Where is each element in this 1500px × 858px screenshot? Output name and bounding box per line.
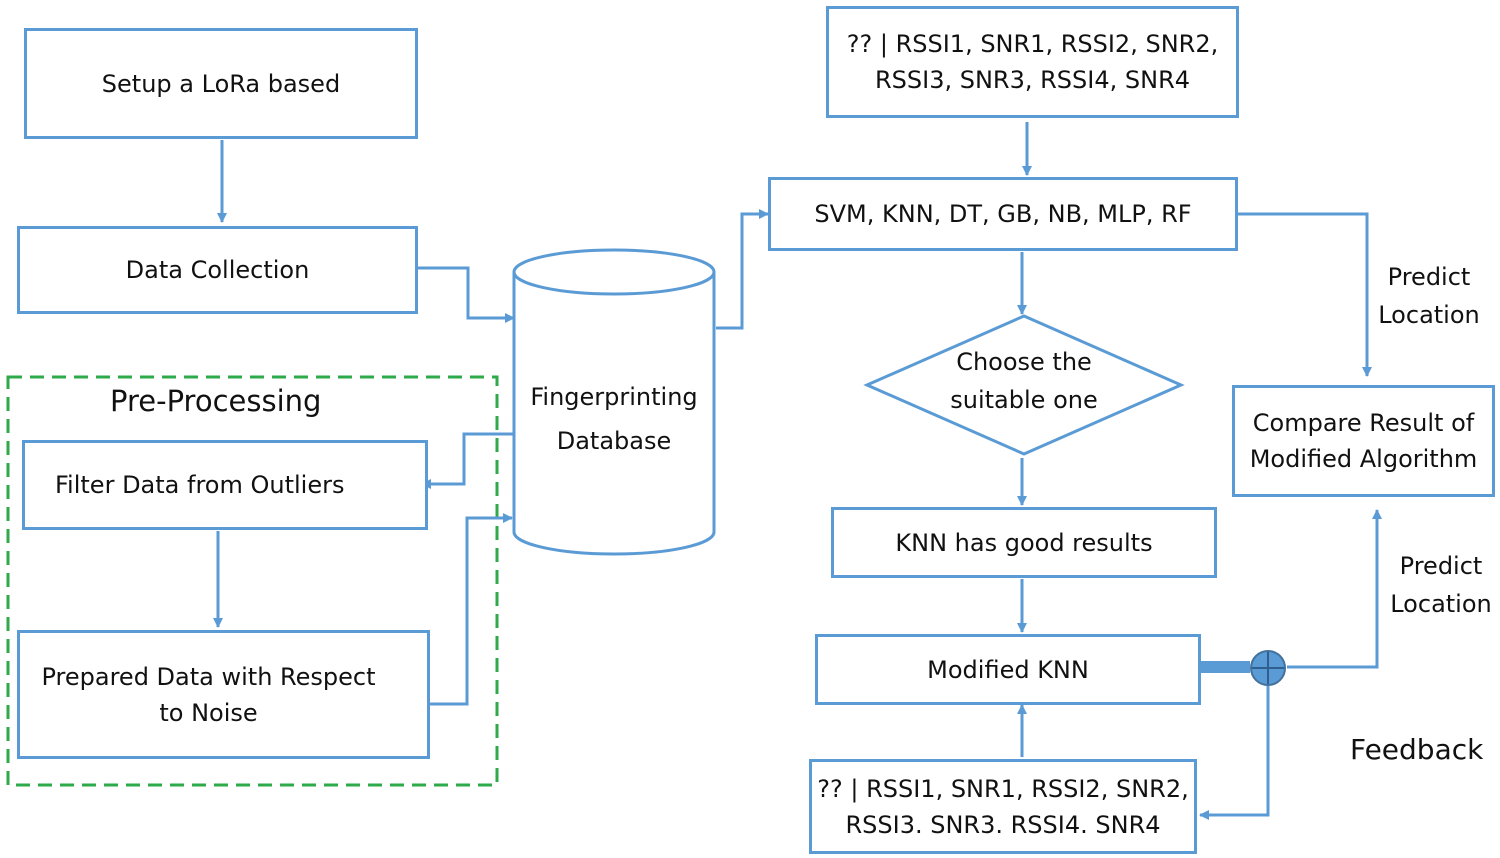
arrow-prepared-to-database [424, 513, 513, 706]
input-bottom-line-2: RSSI3. SNR3. RSSI4. SNR4 [845, 810, 1161, 839]
pre-processing-group [6, 375, 499, 787]
input-top-line-2: RSSI3, SNR3, RSSI4, SNR4 [874, 66, 1191, 94]
database-label-line-2: Database [556, 427, 672, 455]
data-collection-label: Data Collection [125, 256, 310, 284]
arrow-collection-to-database [418, 266, 515, 323]
arrow-algorithms-to-compare [1238, 212, 1372, 377]
knn-good-label: KNN has good results [895, 528, 1153, 557]
arrow-database-to-algorithms [716, 209, 769, 330]
predict-location-top-line-2: Location [1378, 301, 1480, 329]
input-top-line-1: ?? | RSSI1, SNR1, RSSI2, SNR2, [846, 30, 1219, 58]
filter-outliers-label: Filter Data from Outliers [55, 471, 345, 499]
database-cylinder [512, 248, 716, 556]
predict-location-bottom-label: Predict Location [1374, 547, 1500, 623]
feedback-label: Feedback [1350, 733, 1484, 766]
compare-label-line-2: Modified Algorithm [1249, 445, 1478, 473]
predict-location-top-label: Predict Location [1362, 258, 1496, 334]
compare-box: Compare Result of Modified Algorithm [1232, 385, 1495, 497]
setup-box: Setup a LoRa based [24, 28, 418, 139]
database-label-line-1: Fingerprinting [530, 383, 698, 411]
data-collection-box: Data Collection [17, 226, 418, 314]
pre-processing-title: Pre-Processing [110, 384, 322, 418]
filter-outliers-box: Filter Data from Outliers [22, 440, 428, 530]
decision-diamond [863, 314, 1185, 456]
database-label: Fingerprinting Database [514, 375, 714, 463]
setup-label: Setup a LoRa based [101, 69, 341, 98]
input-bottom-box: ?? | RSSI1, SNR1, RSSI2, SNR2, RSSI3. SN… [809, 759, 1197, 854]
predict-location-top-line-1: Predict [1387, 263, 1471, 291]
algorithms-label: SVM, KNN, DT, GB, NB, MLP, RF [814, 200, 1192, 228]
algorithms-box: SVM, KNN, DT, GB, NB, MLP, RF [768, 177, 1238, 251]
prepared-data-label-line-1: Prepared Data with Respect [41, 662, 376, 691]
arrow-junction-to-compare [1287, 509, 1382, 669]
predict-location-bottom-line-2: Location [1390, 590, 1492, 618]
choose-label-line-2: suitable one [950, 386, 1098, 414]
modified-knn-box: Modified KNN [815, 634, 1201, 705]
summing-junction [1200, 650, 1286, 686]
arrow-database-to-filter [421, 432, 514, 489]
prepared-data-label-line-2: to Noise [159, 698, 258, 727]
prepared-data-box: Prepared Data with Respect to Noise [17, 630, 430, 759]
choose-label-line-1: Choose the [956, 348, 1092, 376]
knn-good-box: KNN has good results [831, 507, 1217, 578]
input-top-box: ?? | RSSI1, SNR1, RSSI2, SNR2, RSSI3, SN… [826, 6, 1239, 118]
compare-label-line-1: Compare Result of [1252, 409, 1475, 437]
arrow-feedback [1199, 686, 1270, 820]
choose-label: Choose the suitable one [904, 343, 1144, 419]
input-bottom-line-1: ?? | RSSI1, SNR1, RSSI2, SNR2, [817, 774, 1189, 803]
predict-location-bottom-line-1: Predict [1399, 552, 1483, 580]
modified-knn-label: Modified KNN [927, 655, 1089, 684]
